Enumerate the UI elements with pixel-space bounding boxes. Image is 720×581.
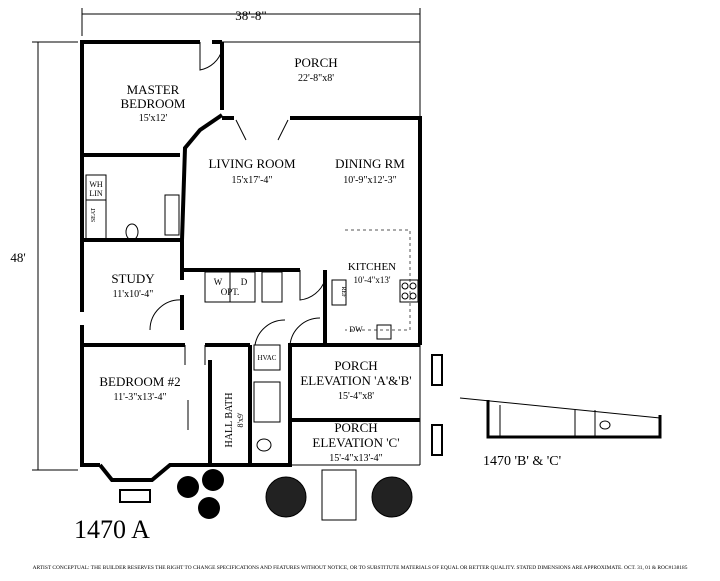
dining-room-size: 10'-9"x12'-3" (343, 175, 396, 186)
hall-bath-name: HALL BATH (224, 393, 235, 448)
bedroom2-name: BEDROOM #2 (99, 374, 180, 389)
study-name: STUDY (111, 271, 155, 286)
lin-label: LIN (89, 189, 103, 198)
opt-label: OPT. (221, 287, 240, 297)
seat-label: SEAT (91, 208, 97, 223)
wh-label: WH (89, 180, 103, 189)
disclaimer-footer: ARTIST CONCEPTUAL: THE BUILDER RESERVES … (32, 565, 688, 571)
hvac-label: HVAC (258, 354, 277, 362)
fixtures (85, 174, 443, 521)
dryer-label: D (241, 277, 248, 287)
porch-ab-name2: ELEVATION 'A'&'B' (300, 373, 411, 388)
dining-room-name: DINING RM (335, 156, 405, 171)
master-bedroom-name2: BEDROOM (120, 96, 185, 111)
alt-elevation-thumbnail (459, 397, 662, 439)
kitchen-size: 10'-4"x13' (354, 275, 391, 285)
overall-depth: 48' (10, 250, 25, 265)
fixture-labels: WH LIN SEAT W D OPT. REF DW HVAC (89, 180, 363, 362)
master-bedroom-name1: MASTER (127, 82, 180, 97)
study-size: 11'x10'-4" (113, 289, 154, 300)
dw-label: DW (349, 325, 363, 334)
porch-size: 22'-8"x8' (298, 73, 334, 84)
dimension-lines (32, 8, 421, 471)
hall-bath-size: 8'x9' (236, 412, 245, 427)
porch-ab-size: 15'-4"x8' (338, 391, 374, 402)
master-bedroom-size: 15'x12' (139, 113, 168, 124)
ref-label: REF (340, 286, 346, 298)
doors (149, 42, 326, 430)
porch-c-name2: ELEVATION 'C' (312, 435, 399, 450)
porch-ab-name1: PORCH (334, 358, 377, 373)
washer-label: W (214, 277, 223, 287)
porch-c-size: 15'-4"x13'-4" (329, 453, 382, 464)
living-room-name: LIVING ROOM (208, 156, 295, 171)
shrubs (177, 469, 413, 519)
porch-name: PORCH (294, 55, 337, 70)
kitchen-name: KITCHEN (348, 261, 396, 273)
overall-width: 38'-8" (235, 8, 266, 23)
porch-c-name1: PORCH (334, 420, 377, 435)
living-room-size: 15'x17'-4" (231, 175, 272, 186)
alt-elevation-label: 1470 'B' & 'C' (483, 454, 562, 469)
bedroom2-size: 11'-3"x13'-4" (113, 392, 166, 403)
plan-id: 1470 A (74, 515, 150, 544)
walls (80, 36, 422, 482)
room-labels: PORCH 22'-8"x8' MASTER BEDROOM 15'x12' L… (99, 55, 411, 464)
